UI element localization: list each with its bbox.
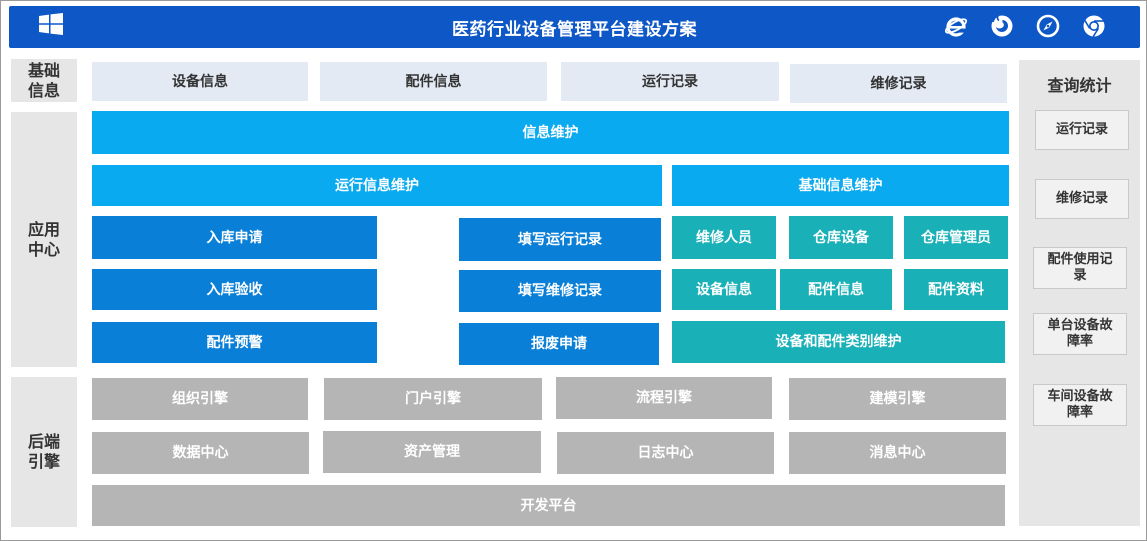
section-app-center: 应用中心 <box>11 112 77 367</box>
section-basic-info: 基础信息 <box>11 59 77 102</box>
query-parts-usage[interactable]: 配件使用记录 <box>1033 247 1127 289</box>
query-stats-title: 查询统计 <box>1047 76 1112 95</box>
query-workshop-fault-rate[interactable]: 车间设备故障率 <box>1033 384 1127 426</box>
firefox-browser-icon <box>991 14 1013 37</box>
info-maintain-bar: 信息维护 <box>92 111 1009 154</box>
query-workshop-fault-label: 车间设备故障率 <box>1047 389 1113 420</box>
windows-logo-icon <box>39 13 63 35</box>
basic-parts-info: 配件信息 <box>320 62 547 101</box>
parts-docs: 配件资料 <box>904 269 1008 310</box>
safari-compass-icon <box>1036 14 1060 38</box>
device-info: 设备信息 <box>672 269 776 310</box>
fill-repair-record: 填写维修记录 <box>459 270 661 312</box>
query-parts-usage-label: 配件使用记录 <box>1047 252 1113 283</box>
basic-run-record: 运行记录 <box>561 62 779 101</box>
parts-info: 配件信息 <box>780 269 892 310</box>
stock-in-check: 入库验收 <box>92 269 377 310</box>
query-repair-record[interactable]: 维修记录 <box>1035 179 1129 219</box>
fill-run-record: 填写运行记录 <box>459 218 661 261</box>
dev-platform: 开发平台 <box>92 485 1005 526</box>
base-info-maintain-bar: 基础信息维护 <box>672 165 1009 206</box>
section-backend-engine: 后端引擎 <box>11 377 77 527</box>
section-app-label: 应用中心 <box>27 219 60 259</box>
asset-management: 资产管理 <box>323 431 541 473</box>
parts-warning: 配件预警 <box>92 322 377 363</box>
ie-browser-icon <box>944 17 968 37</box>
warehouse-manager: 仓库管理员 <box>904 216 1008 259</box>
chrome-browser-icon <box>1083 15 1105 37</box>
section-basic-label: 基础信息 <box>27 60 60 100</box>
scrap-apply: 报废申请 <box>459 323 659 365</box>
query-run-record[interactable]: 运行记录 <box>1035 110 1129 150</box>
modeling-engine: 建模引擎 <box>789 378 1006 420</box>
org-engine: 组织引擎 <box>92 378 308 420</box>
basic-repair-record: 维修记录 <box>790 64 1007 103</box>
repair-staff: 维修人员 <box>672 216 776 259</box>
message-center: 消息中心 <box>789 432 1006 474</box>
warehouse-device: 仓库设备 <box>789 216 893 259</box>
header-bar: 医药行业设备管理平台建设方案 <box>9 6 1140 48</box>
portal-engine: 门户引擎 <box>324 378 542 420</box>
run-info-maintain-bar: 运行信息维护 <box>92 165 662 206</box>
query-single-fault-label: 单台设备故障率 <box>1047 318 1113 349</box>
category-maintain: 设备和配件类别维护 <box>672 321 1005 363</box>
stock-in-apply: 入库申请 <box>92 216 377 259</box>
workflow-engine: 流程引擎 <box>556 377 772 419</box>
log-center: 日志中心 <box>557 432 774 474</box>
page-title: 医药行业设备管理平台建设方案 <box>452 19 697 40</box>
data-center: 数据中心 <box>92 432 309 474</box>
section-backend-label: 后端引擎 <box>27 432 60 471</box>
basic-device-info: 设备信息 <box>92 62 308 101</box>
query-single-fault-rate[interactable]: 单台设备故障率 <box>1033 313 1127 355</box>
